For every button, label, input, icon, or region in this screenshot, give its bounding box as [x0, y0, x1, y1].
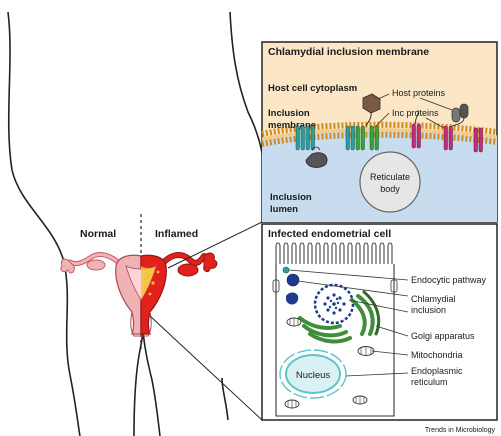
mitochondria-label: Mitochondria [411, 350, 463, 360]
inclusion-lumen-label-1: Inclusion [270, 192, 312, 203]
nucleus [285, 354, 341, 394]
inclusion-lumen-label-2: lumen [270, 204, 298, 215]
host-cell-cytoplasm-label: Host cell cytoplasm [268, 83, 357, 94]
membrane-panel-title: Chlamydial inclusion membrane [268, 46, 429, 58]
left-fimbriae [60, 258, 75, 274]
membrane-panel: Chlamydial inclusion membrane Host cell … [261, 41, 498, 223]
microvilli [275, 242, 393, 264]
inc-protein-teal [295, 125, 315, 151]
inc-protein-green-teal [345, 125, 379, 151]
membrane-outer-leaflet [261, 121, 498, 137]
endocytic-pathway-label: Endocytic pathway [411, 275, 487, 285]
nucleus-label: Nucleus [296, 370, 331, 381]
right-fimbriae [203, 252, 218, 273]
chlamydial-inclusion [313, 283, 355, 325]
reticulate-body-label-2: body [380, 184, 400, 194]
host-proteins-label: Host proteins [392, 88, 446, 98]
inc-protein-magenta-3 [473, 127, 483, 153]
reticulate-body [359, 151, 421, 213]
protein-tail [415, 109, 419, 125]
cell-panel-title: Infected endometrial cell [268, 228, 391, 240]
cell-membrane [275, 264, 395, 417]
golgi-apparatus [298, 290, 381, 344]
inflammation-dots [143, 270, 160, 296]
body-silhouette [7, 11, 267, 436]
inclusion-membrane-label-2: membrane [268, 120, 316, 131]
callout-line-top [167, 221, 263, 269]
golgi-apparatus-label: Golgi apparatus [411, 331, 475, 341]
endocytic-vesicle-small [282, 266, 290, 274]
mitochondrion-2 [357, 346, 375, 356]
inc-protein-magenta-2 [443, 125, 453, 151]
mitochondrion-3 [284, 399, 300, 409]
normal-label: Normal [80, 228, 116, 240]
inclusion-membrane-label-1: Inclusion [268, 108, 310, 119]
inflamed-label: Inflamed [155, 228, 198, 240]
host-protein-hexagon [362, 93, 381, 114]
cell-leader-lines [288, 269, 409, 377]
tight-junction-left [272, 279, 280, 293]
mitochondrion-1 [286, 317, 302, 327]
cervix [130, 311, 152, 337]
endoplasmic-reticulum-label-1: Endoplasmic [411, 366, 463, 376]
endoplasmic-reticulum-label-2: reticulum [411, 377, 448, 387]
endocytic-vesicle [286, 273, 300, 287]
mitochondrion-4 [352, 395, 368, 405]
tight-junction-right [390, 279, 398, 293]
reticulate-body-label-1: Reticulate [370, 172, 410, 182]
inc-proteins-label: Inc proteins [392, 108, 439, 118]
endocytic-vesicle-crescent [286, 292, 299, 305]
chlamydial-inclusion-label-2: inclusion [411, 305, 446, 315]
left-ovary [86, 259, 106, 271]
right-ovary [177, 263, 199, 277]
inc-protein-magenta-1 [411, 123, 421, 149]
callout-line-bottom [149, 315, 263, 421]
uterus [60, 252, 218, 337]
chlamydial-inclusion-label-1: Chlamydial [411, 294, 456, 304]
host-protein-capsule [451, 103, 469, 127]
host-protein-dark-blob [305, 146, 328, 168]
cell-panel: Infected endometrial cell [261, 223, 498, 421]
endoplasmic-reticulum [279, 349, 347, 399]
journal-credit: Trends in Microbiology [425, 427, 496, 434]
membrane-inner-leaflet [261, 131, 498, 147]
